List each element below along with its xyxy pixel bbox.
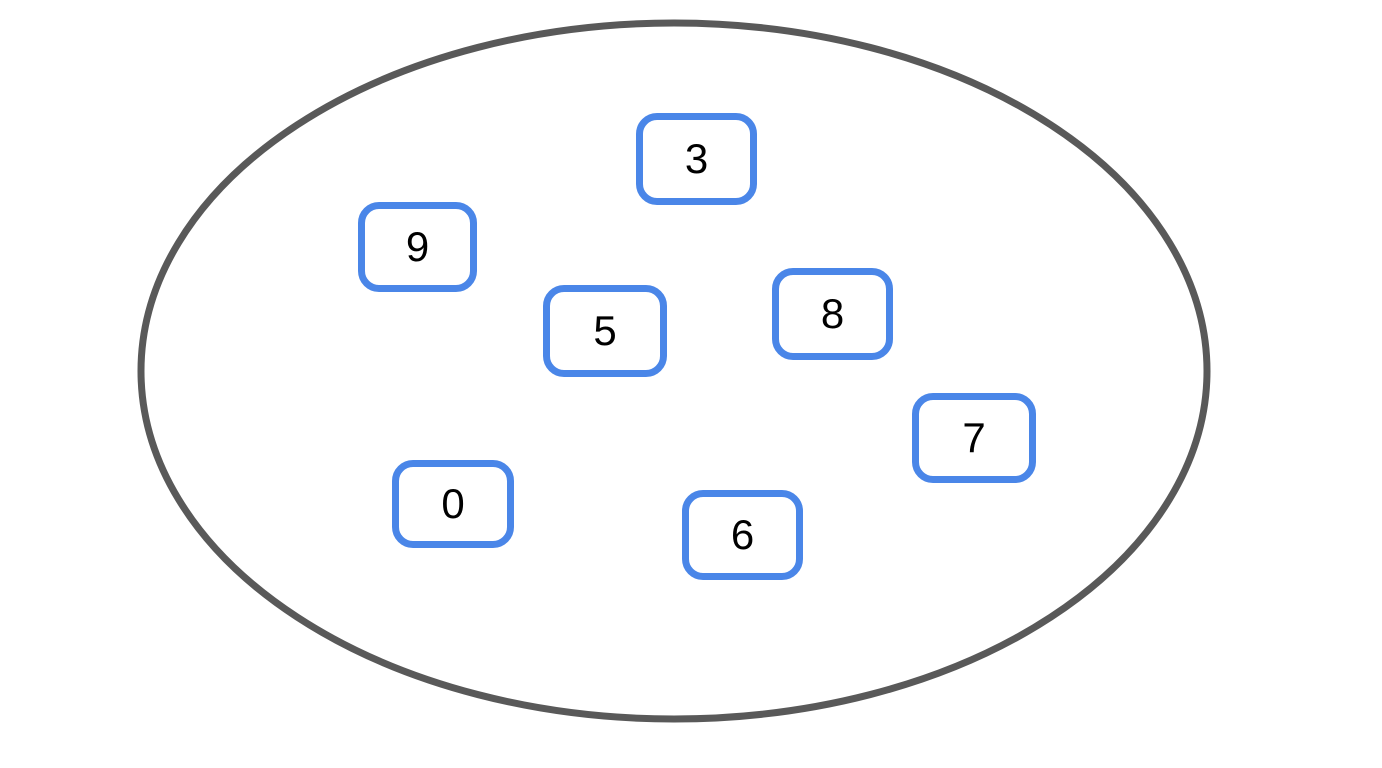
- number-card-8[interactable]: 8: [772, 268, 893, 360]
- number-card-9[interactable]: 9: [358, 202, 477, 292]
- number-card-0[interactable]: 0: [392, 460, 514, 548]
- number-card-7[interactable]: 7: [912, 393, 1036, 483]
- number-card-3[interactable]: 3: [636, 113, 757, 205]
- number-card-5[interactable]: 5: [543, 285, 667, 377]
- set-oval-ellipse: [137, 19, 1211, 723]
- number-card-6[interactable]: 6: [682, 490, 803, 580]
